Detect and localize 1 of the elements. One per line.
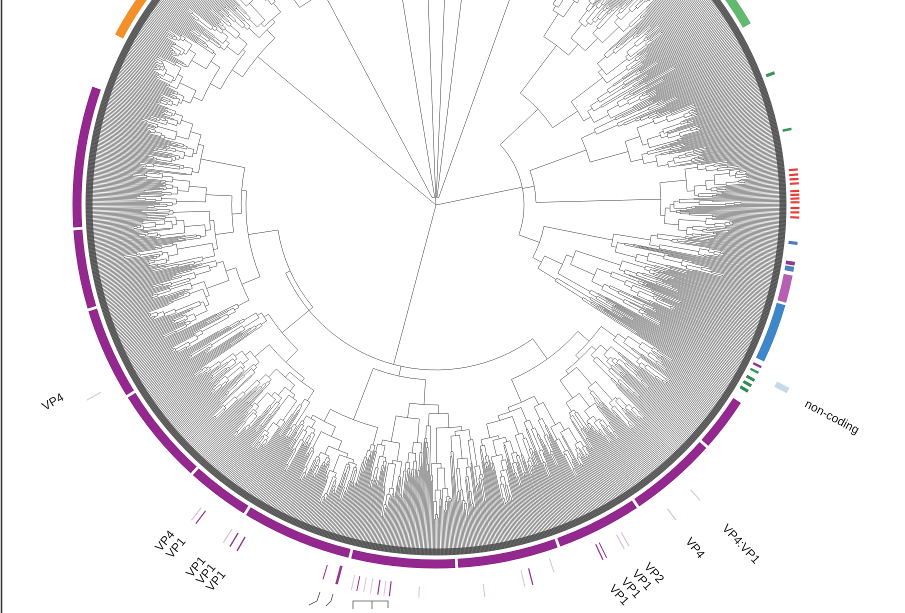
- annotation-label: VP4: [40, 390, 66, 414]
